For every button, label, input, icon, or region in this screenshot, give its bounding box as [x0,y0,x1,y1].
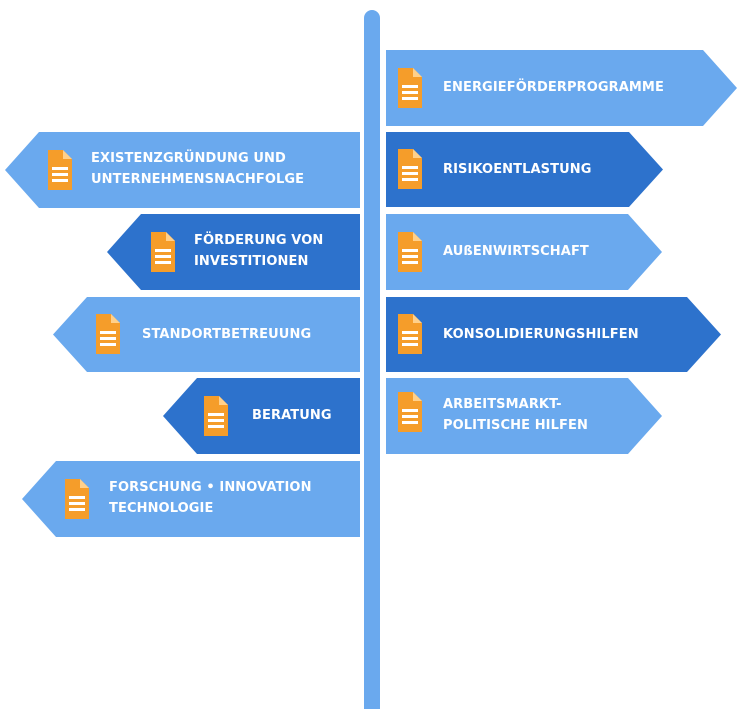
sign-label: BERATUNG [252,408,332,423]
document-icon [398,314,422,354]
sign-label: KONSOLIDIERUNGSHILFEN [443,327,639,342]
document-icon [204,396,228,436]
sign-label-line1: FÖRDERUNG VON [194,233,324,248]
sign-forschung-innovation-technologie[interactable]: FORSCHUNG • INNOVATION TECHNOLOGIE [22,461,360,537]
document-icon [398,392,422,432]
sign-label: STANDORTBETREUUNG [142,327,312,342]
sign-risikoentlastung[interactable]: RISIKOENTLASTUNG [386,132,663,207]
sign-konsolidierungshilfen[interactable]: KONSOLIDIERUNGSHILFEN [386,297,721,372]
document-icon [151,232,175,272]
sign-label-line2: INVESTITIONEN [194,254,309,269]
document-icon [48,150,72,190]
sign-beratung[interactable]: BERATUNG [163,378,360,454]
document-icon [398,232,422,272]
arrow-right-shape [386,214,662,290]
arrow-right-shape [386,378,662,454]
sign-label-line1: ARBEITSMARKT- [443,397,562,412]
signpost-pole [364,10,380,709]
sign-standortbetreuung[interactable]: STANDORTBETREUUNG [53,297,360,372]
document-icon [398,149,422,189]
sign-label: RISIKOENTLASTUNG [443,162,592,177]
arrow-left-shape [5,132,360,208]
sign-label-line2: TECHNOLOGIE [109,501,214,516]
arrow-right-shape [386,297,721,372]
document-icon [65,479,89,519]
sign-foerderung-von-investitionen[interactable]: FÖRDERUNG VON INVESTITIONEN [107,214,360,290]
sign-existenzgruendung[interactable]: EXISTENZGRÜNDUNG UND UNTERNEHMENSNACHFOL… [5,132,360,208]
sign-arbeitsmarktpolitische-hilfen[interactable]: ARBEITSMARKT- POLITISCHE HILFEN [386,378,662,454]
sign-label-line2: UNTERNEHMENSNACHFOLGE [91,172,305,187]
sign-aussenwirtschaft[interactable]: AUßENWIRTSCHAFT [386,214,662,290]
arrow-left-shape [22,461,360,537]
sign-label: AUßENWIRTSCHAFT [443,244,589,259]
sign-label-line1: FORSCHUNG • INNOVATION [109,480,312,495]
document-icon [398,68,422,108]
document-icon [96,314,120,354]
arrow-left-shape [53,297,360,372]
arrow-right-shape [386,50,737,126]
sign-label: ENERGIEFÖRDERPROGRAMME [443,80,664,95]
arrow-right-shape [386,132,663,207]
sign-label-line1: EXISTENZGRÜNDUNG UND [91,151,286,166]
sign-energiefoerderprogramme[interactable]: ENERGIEFÖRDERPROGRAMME [386,50,737,126]
sign-label-line2: POLITISCHE HILFEN [443,418,588,433]
